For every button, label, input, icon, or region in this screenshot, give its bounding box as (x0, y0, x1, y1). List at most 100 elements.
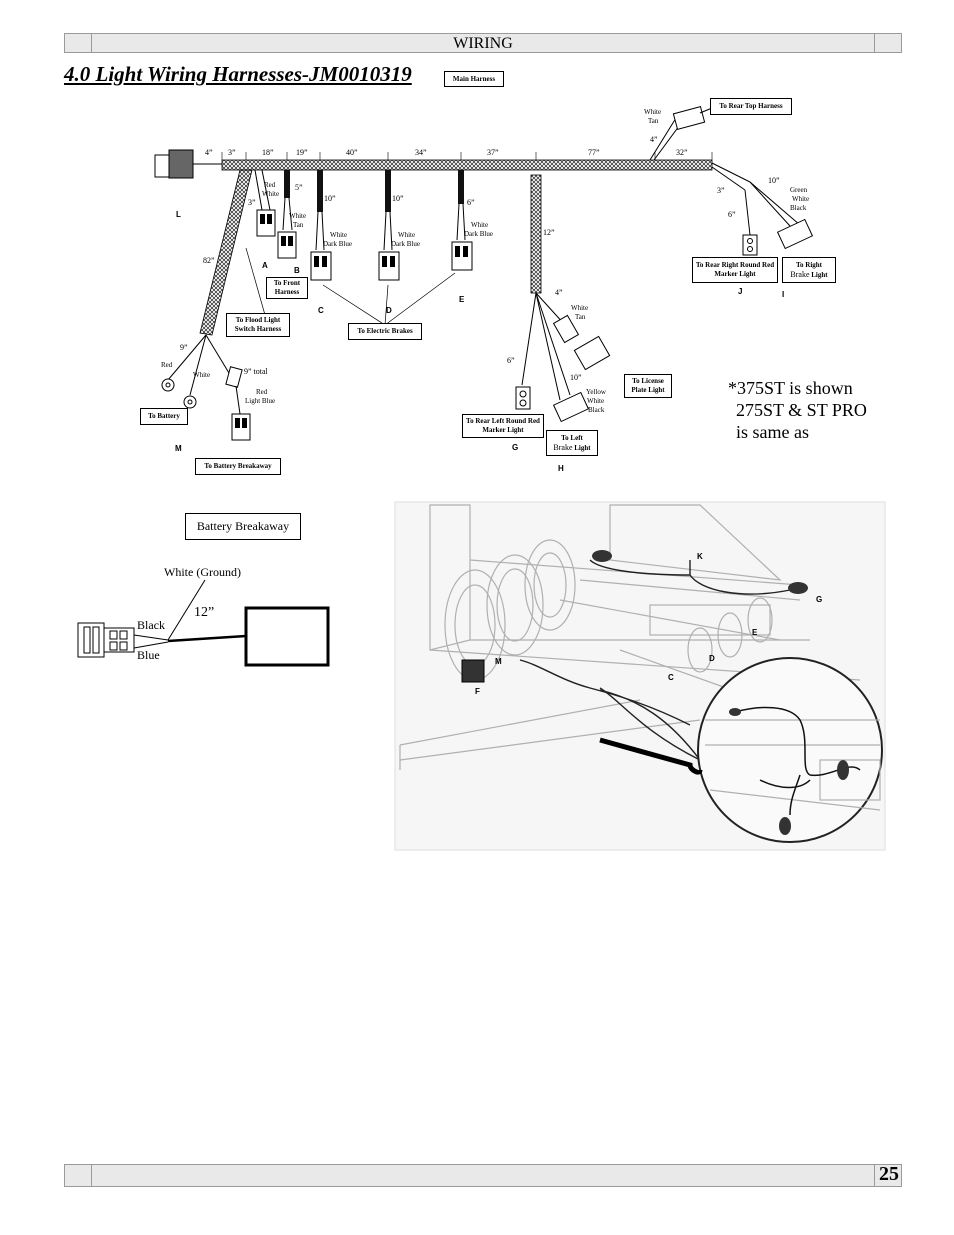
right-brake-label: To Right (795, 260, 822, 269)
model-note: *375ST is shown 275ST & ST PRO is same a… (728, 377, 867, 443)
connector-letter: M (175, 444, 182, 453)
wire-color: White (471, 221, 489, 229)
wire-color: Tan (648, 117, 659, 125)
length-label: 32” (676, 148, 688, 157)
wire-color: White (644, 108, 662, 116)
drop-length: 4” (555, 288, 563, 297)
drop-length: 9” (180, 343, 188, 352)
left-brake-label: Light (574, 443, 591, 452)
drop-length: 6” (467, 198, 475, 207)
photo-letter: E (752, 628, 758, 637)
wire-color: Blue (137, 648, 160, 662)
wire-color: Red (256, 388, 268, 396)
connector-letter: D (386, 306, 392, 315)
drop-length: 6” (507, 356, 515, 365)
connector-letter: A (262, 261, 268, 270)
length-label: 40” (346, 148, 358, 157)
wire-color: White (Ground) (164, 565, 241, 579)
wire-color: Dark Blue (391, 240, 420, 248)
connector-letter: G (512, 443, 519, 452)
wire-color: Dark Blue (464, 230, 493, 238)
drop-length: 10” (324, 194, 336, 203)
wire-color: White (289, 212, 307, 220)
length-label: 37” (487, 148, 499, 157)
drop-length: 6” (728, 210, 736, 219)
wire-color: White (792, 195, 810, 203)
footer-bar: 25 (64, 1163, 902, 1187)
battery-breakaway-box: To Battery Breakaway (195, 458, 281, 475)
front-harness-box: To Front Harness (266, 277, 308, 299)
right-brake-box: To Right Brake Light (782, 257, 836, 283)
length-label: 3” (228, 148, 236, 157)
drop-length: 82” (203, 256, 215, 265)
length-label: 19” (296, 148, 308, 157)
wire-color: White (571, 304, 589, 312)
wire-color: Dark Blue (323, 240, 352, 248)
photo-letter: G (816, 595, 823, 604)
connector-letter: L (176, 210, 181, 219)
drop-length: 10” (768, 176, 780, 185)
connector-letter: C (318, 306, 324, 315)
wire-color: Tan (575, 313, 586, 321)
wire-color: Light Blue (245, 397, 276, 405)
wire-color: Yellow (586, 388, 606, 396)
connector-letter: E (459, 295, 465, 304)
drop-length: 5” (295, 183, 303, 192)
wire-color: Red (264, 181, 276, 189)
drop-length: 3” (717, 186, 725, 195)
page-number: 25 (879, 1163, 899, 1185)
rear-top-harness-box: To Rear Top Harness (710, 98, 792, 115)
header-bar: WIRING (64, 33, 902, 53)
connector-letter: H (558, 464, 564, 473)
length-label: 34” (415, 148, 427, 157)
drop-length: 4” (650, 135, 658, 144)
wire-color: Green (790, 186, 808, 194)
connector-letter: I (782, 290, 785, 299)
right-brake-label: Brake (790, 269, 810, 279)
length-label: 18” (262, 148, 274, 157)
note-line: is same as (736, 422, 809, 442)
license-plate-box: To License Plate Light (624, 374, 672, 398)
left-brake-label: To Left (561, 433, 583, 442)
wire-color: White (398, 231, 416, 239)
battery-breakaway-title: Battery Breakaway (185, 513, 301, 540)
note-line: *375ST is shown (728, 378, 853, 398)
drop-length: 3” (248, 198, 256, 207)
photo-letter: M (495, 657, 502, 666)
drop-length: 12” (543, 228, 555, 237)
battery-box: To Battery (140, 408, 188, 425)
rear-left-marker-box: To Rear Left Round Red Marker Light (462, 414, 544, 438)
connector-letter: J (738, 287, 743, 296)
wire-color: Black (790, 204, 807, 212)
photo-letter: C (668, 673, 674, 682)
length-label: 77” (588, 148, 600, 157)
drop-length: 10” (570, 373, 582, 382)
photo-letter: K (697, 552, 703, 561)
wire-color: White (330, 231, 348, 239)
wire-color: Red (161, 361, 173, 369)
left-brake-label: Brake (553, 442, 573, 452)
photo-letter: D (709, 654, 715, 663)
wire-color: White (262, 190, 280, 198)
rear-right-marker-box: To Rear Right Round Red Marker Light (692, 257, 778, 283)
right-brake-label: Light (811, 270, 828, 279)
main-harness-box: Main Harness (444, 71, 504, 87)
drop-length: 9” total (244, 367, 268, 376)
left-brake-box: To Left Brake Light (546, 430, 598, 456)
wire-color: Black (588, 406, 605, 414)
wire-color: White (193, 371, 211, 379)
section-title: WIRING (453, 35, 513, 52)
drop-length: 12” (194, 605, 215, 620)
length-label: 4” (205, 148, 213, 157)
wire-color: Black (137, 618, 165, 632)
page-title: 4.0 Light Wiring Harnesses-JM0010319 (64, 62, 412, 86)
wire-color: White (587, 397, 605, 405)
wire-color: Tan (293, 221, 304, 229)
note-line: 275ST & ST PRO (736, 400, 867, 420)
electric-brakes-box: To Electric Brakes (348, 323, 422, 340)
connector-letter: B (294, 266, 300, 275)
drop-length: 10” (392, 194, 404, 203)
photo-letter: F (475, 687, 480, 696)
flood-light-box: To Flood Light Switch Harness (226, 313, 290, 337)
